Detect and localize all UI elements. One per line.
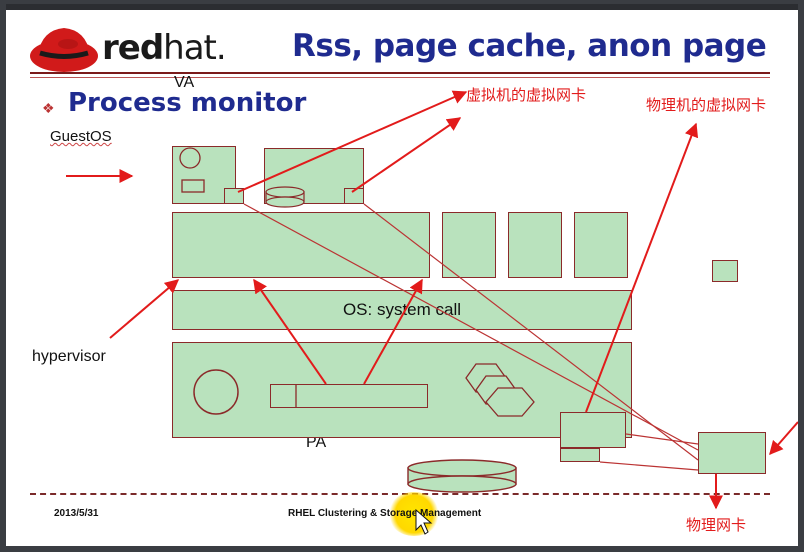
physical-nic-annotation: 物理网卡: [686, 517, 747, 534]
redhat-logo-icon: [30, 28, 98, 72]
diamond-bullet-icon: ❖: [42, 100, 55, 116]
memory-bar: [270, 384, 428, 408]
small-process-box: [712, 260, 738, 282]
header-rule: [30, 72, 770, 74]
footer-date: 2013/5/31: [54, 508, 99, 519]
hypervisor-arrow: [109, 279, 180, 339]
physical-nic-box: [698, 432, 766, 474]
presentation-slide: redhat. Rss, page cache, anon page ❖ Pro…: [6, 4, 798, 546]
edge-arrow: [769, 421, 798, 456]
vm-nic-arrow-2: [351, 117, 462, 193]
host-nic-connector: [560, 448, 600, 462]
redhat-logo-text: redhat.: [102, 28, 227, 68]
guestos-label: GuestOS: [50, 128, 112, 145]
system-call-label: OS: system call: [342, 300, 462, 319]
process-box-3: [508, 212, 562, 278]
physical-disk-icon: [407, 459, 517, 493]
vm-virtual-nic-1: [224, 188, 244, 204]
vm-virtual-nic-annotation: 虚拟机的虚拟网卡: [466, 87, 587, 104]
process-box-2: [442, 212, 496, 278]
hypervisor-label: hypervisor: [32, 348, 106, 365]
host-virtual-nic-box: [560, 412, 626, 448]
header-rule-thin: [30, 77, 770, 78]
window-top-bar: [6, 4, 798, 10]
process-box-4: [574, 212, 628, 278]
section-heading: Process monitor: [68, 88, 307, 118]
footer-title: RHEL Clustering & Storage Management: [288, 508, 482, 519]
host-process-box: [172, 212, 430, 278]
va-label: VA: [174, 74, 195, 91]
slide-title: Rss, page cache, anon page: [292, 28, 767, 64]
vm-virtual-nic-2: [344, 188, 364, 204]
host-virtual-nic-annotation: 物理机的虚拟网卡: [646, 97, 767, 114]
